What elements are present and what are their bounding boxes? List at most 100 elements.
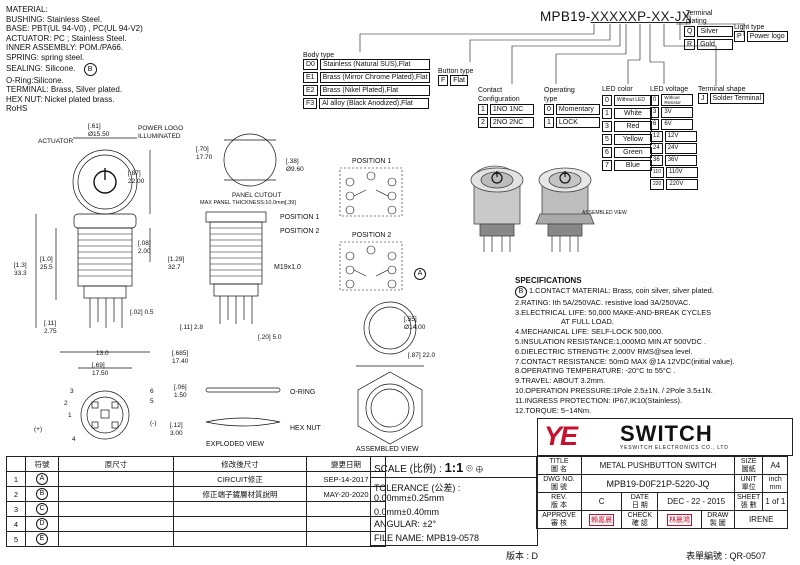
spec-line: 4.MECHANICAL LIFE: SELF-LOCK 500,000. [515,327,664,337]
revision-row: 2 B 修正端子鍍層材質說明 MAY-20-2020 [6,486,386,502]
spec-line: AT FULL LOAD. [561,317,614,327]
pin-label: 4 [72,436,76,443]
specifications-title: SPECIFICATIONS [515,276,582,285]
actuator-label: ACTUATOR [38,138,74,145]
angular-tolerance: ANGULAR: ±2° [374,519,437,529]
sheet-size: A4 [762,456,789,475]
dim-25-5: [1.0] 25.5 [40,256,53,271]
projection-symbol-icon: ⌾ ⊕ [466,463,483,475]
dim-3-00: [.12] 3.00 [170,422,183,437]
position-1-label: POSITION 1 [280,214,320,221]
revision-letter: C [580,492,623,511]
drawn-by: IRENE [733,510,789,529]
revision-row: 1 A CIRCUIT修正 SEP-14-2017 [6,471,386,487]
material-line: ACTUATOR: PC ; Stainless Steel. [6,33,127,43]
material-line: SEALING: Silicone. B [6,62,143,76]
body-type-title: Body type [303,52,335,59]
drawing-title: METAL PUSHBUTTON SWITCH [581,456,735,475]
spec-line: 7.CONTACT RESISTANCE: 50mΩ MAX @1A 12VDC… [515,356,735,366]
ordering-leaders [359,15,745,86]
spec-line: 5.INSULATION RESISTANCE:1,000MΩ MIN AT 5… [515,336,707,346]
o-ring-label: O-RING [290,389,316,396]
material-line: BASE: PBT(UL 94-V0) , PC(UL 94-V2) [6,24,143,34]
drawing-number: MPB19-D0F21P-5220-JQ [581,474,735,493]
tolerance-value-1: 0.00mm±0.25mm [374,493,444,503]
dim-2-00: [.08] 2.00 [138,240,151,255]
material-line: MATERIAL: [6,5,48,14]
logo-company-name: YESWITCH ELECTRONICS CO., LTD [620,445,729,451]
panel-cutout-label: PANEL CUTOUT [232,192,282,199]
spec-line: 10.OPERATION PRESSURE:1Pole 2.5±1N. / 2P… [515,385,713,395]
company-logo: YE SWITCH YESWITCH ELECTRONICS CO., LTD [537,418,793,456]
scale-tolerance-block: SCALE (比例) : 1:1 ⌾ ⊕ TOLERANCE (公差) : 0.… [370,456,538,546]
spec-line: 9.TRAVEL: ABOUT 3.2mm. [515,376,606,386]
operating-type-title: Operating type [544,87,575,103]
revision-table: 符號 原尺寸 修改後尺寸 變更日期 1 A CIRCUIT修正 SEP-14-2… [6,456,386,547]
button-type-title: Button type [438,68,474,75]
material-line: BUSHING: Stainless Steel. [6,14,103,24]
circuit-diagrams [339,167,403,291]
drawing-unit: inch mm [762,474,789,493]
check-stamp: 林晨鴻 [666,513,692,526]
spec-line: 6.DIELECTRIC STRENGTH: 2,000V RMS@sea le… [515,346,693,356]
material-line: O-Ring:Silicone. [6,75,64,85]
material-notes: MATERIAL: BUSHING: Stainless Steel. BASE… [6,5,143,114]
version-footer: 版本 : D [506,551,539,561]
led-voltage-title: LED voltage [650,86,689,93]
spec-note-b-icon: B [515,285,527,298]
light-type-title: Light type [734,24,765,31]
dim-5-0: [.20] 5.0 [258,334,282,341]
dim-cutout-height: [.70] 17.70 [196,146,213,161]
sheet-number: 1 of 1 [762,492,789,511]
scale-value: 1:1 [444,460,464,475]
circuit-note-a-icon: A [414,268,426,280]
revision-header: 符號 原尺寸 修改後尺寸 變更日期 [6,456,386,472]
revision-row: 3 C [6,501,386,517]
pin-label: 6 [150,388,154,395]
spec-line: 11.INGRESS PROTECTION: IP67,IK10(Stainle… [515,395,683,405]
circuit-position-1-label: POSITION 1 [352,158,392,165]
dim-2-8: [.11] 2.8 [180,324,204,331]
dim-diameter-outer: [.61] Ø15.50 [88,123,110,138]
mechanical-drawing [35,133,510,445]
dim-13-0: 13.0 [96,350,109,357]
pin-label: 5 [150,398,154,405]
dim-33-3: [1.3] 33.3 [14,262,27,277]
exploded-view-label: EXPLODED VIEW [206,441,264,448]
assembled-view-label: ASSEMBLED VIEW [356,446,419,453]
tolerance-label: TOLERANCE (公差) : [374,483,461,493]
dim-1-50: [.06] 1.50 [174,384,187,399]
contact-config-title: Contact Configuration [478,87,520,103]
spec-line: 8.OPERATING TEMPERATURE: -20°C to 55°C . [515,366,676,376]
thread-label: M19x1.0 [274,264,301,271]
dim-17-40: [.685] 17.40 [172,350,189,365]
panel-thickness-label: MAX PANEL THICKNESS:10.0mm[.39] [200,200,296,206]
